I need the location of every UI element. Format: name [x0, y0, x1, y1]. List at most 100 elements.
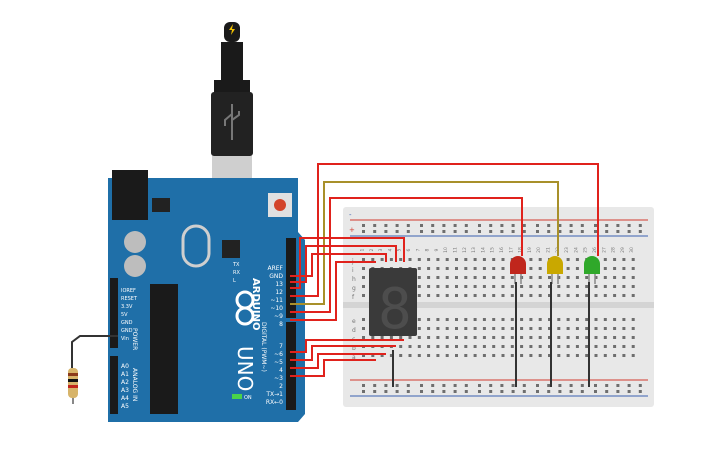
breadboard-hole[interactable] [603, 327, 607, 330]
rail-hole[interactable] [522, 224, 526, 227]
rail-hole[interactable] [500, 224, 504, 227]
breadboard-hole[interactable] [482, 354, 486, 357]
breadboard-hole[interactable] [492, 285, 496, 288]
breadboard-hole[interactable] [464, 258, 468, 261]
breadboard-hole[interactable] [529, 285, 533, 288]
breadboard-hole[interactable] [492, 267, 496, 270]
rail-hole[interactable] [373, 384, 377, 387]
breadboard-hole[interactable] [594, 336, 598, 339]
breadboard-hole[interactable] [520, 327, 524, 330]
breadboard-hole[interactable] [473, 354, 477, 357]
breadboard-hole[interactable] [585, 336, 589, 339]
rail-hole[interactable] [406, 230, 410, 233]
breadboard-hole[interactable] [399, 336, 403, 339]
rail-hole[interactable] [464, 384, 468, 387]
breadboard-hole[interactable] [613, 294, 617, 297]
breadboard-hole[interactable] [455, 354, 458, 357]
breadboard-hole[interactable] [455, 285, 458, 288]
rail-hole[interactable] [453, 390, 457, 393]
breadboard-hole[interactable] [389, 354, 393, 357]
breadboard-hole[interactable] [585, 285, 589, 288]
breadboard-hole[interactable] [594, 294, 598, 297]
breadboard-hole[interactable] [566, 336, 570, 339]
breadboard-hole[interactable] [510, 276, 514, 279]
breadboard-hole[interactable] [371, 336, 375, 339]
breadboard-hole[interactable] [575, 345, 579, 348]
breadboard-hole[interactable] [529, 345, 533, 348]
breadboard-hole[interactable] [362, 294, 365, 297]
rail-hole[interactable] [420, 224, 423, 227]
breadboard-hole[interactable] [427, 285, 431, 288]
rail-hole[interactable] [442, 224, 446, 227]
breadboard-hole[interactable] [566, 285, 570, 288]
breadboard-hole[interactable] [427, 276, 431, 279]
breadboard-hole[interactable] [445, 336, 449, 339]
rail-hole[interactable] [616, 230, 620, 233]
rail-hole[interactable] [569, 384, 573, 387]
breadboard-hole[interactable] [417, 267, 421, 270]
breadboard-hole[interactable] [473, 294, 477, 297]
breadboard-hole[interactable] [594, 318, 598, 321]
breadboard-hole[interactable] [603, 258, 607, 261]
breadboard-hole[interactable] [464, 294, 468, 297]
rail-hole[interactable] [547, 230, 551, 233]
breadboard-hole[interactable] [594, 354, 598, 357]
rail-hole[interactable] [536, 230, 539, 233]
breadboard-hole[interactable] [445, 267, 449, 270]
breadboard-hole[interactable] [464, 267, 468, 270]
rail-hole[interactable] [616, 384, 620, 387]
rail-hole[interactable] [511, 230, 515, 233]
breadboard-hole[interactable] [622, 354, 626, 357]
breadboard-hole[interactable] [492, 294, 496, 297]
breadboard-hole[interactable] [464, 345, 468, 348]
breadboard-hole[interactable] [482, 258, 486, 261]
breadboard-hole[interactable] [631, 294, 635, 297]
breadboard-hole[interactable] [501, 267, 505, 270]
breadboard-hole[interactable] [548, 276, 551, 279]
led-yellow[interactable] [547, 256, 563, 284]
breadboard-hole[interactable] [603, 267, 607, 270]
breadboard-hole[interactable] [575, 327, 579, 330]
rail-hole[interactable] [500, 384, 504, 387]
breadboard-hole[interactable] [464, 336, 468, 339]
breadboard-hole[interactable] [501, 258, 505, 261]
breadboard-hole[interactable] [455, 294, 458, 297]
breadboard-hole[interactable] [399, 354, 403, 357]
breadboard-hole[interactable] [529, 267, 533, 270]
breadboard-hole[interactable] [399, 258, 403, 261]
rail-hole[interactable] [384, 384, 388, 387]
breadboard-hole[interactable] [538, 327, 542, 330]
breadboard-hole[interactable] [455, 336, 458, 339]
rail-hole[interactable] [536, 384, 539, 387]
breadboard-hole[interactable] [566, 318, 570, 321]
breadboard-hole[interactable] [436, 327, 440, 330]
rail-hole[interactable] [605, 384, 609, 387]
breadboard-hole[interactable] [557, 345, 561, 348]
breadboard-hole[interactable] [575, 285, 579, 288]
rail-hole[interactable] [594, 224, 597, 227]
rail-hole[interactable] [453, 384, 457, 387]
breadboard-hole[interactable] [585, 345, 589, 348]
breadboard-hole[interactable] [613, 276, 617, 279]
breadboard-hole[interactable] [417, 258, 421, 261]
breadboard-hole[interactable] [631, 276, 635, 279]
breadboard-hole[interactable] [538, 258, 542, 261]
breadboard-hole[interactable] [594, 285, 598, 288]
breadboard-hole[interactable] [408, 336, 412, 339]
breadboard-hole[interactable] [464, 318, 468, 321]
breadboard-hole[interactable] [631, 336, 635, 339]
breadboard-hole[interactable] [594, 327, 598, 330]
breadboard-hole[interactable] [408, 354, 412, 357]
rail-hole[interactable] [569, 230, 573, 233]
rail-hole[interactable] [616, 224, 620, 227]
breadboard-hole[interactable] [501, 276, 505, 279]
breadboard-hole[interactable] [622, 318, 626, 321]
breadboard-hole[interactable] [455, 327, 458, 330]
breadboard-hole[interactable] [603, 354, 607, 357]
breadboard-hole[interactable] [585, 354, 589, 357]
breadboard-hole[interactable] [557, 294, 561, 297]
breadboard-hole[interactable] [575, 336, 579, 339]
breadboard-hole[interactable] [455, 258, 458, 261]
breadboard-hole[interactable] [436, 336, 440, 339]
breadboard-hole[interactable] [473, 285, 477, 288]
